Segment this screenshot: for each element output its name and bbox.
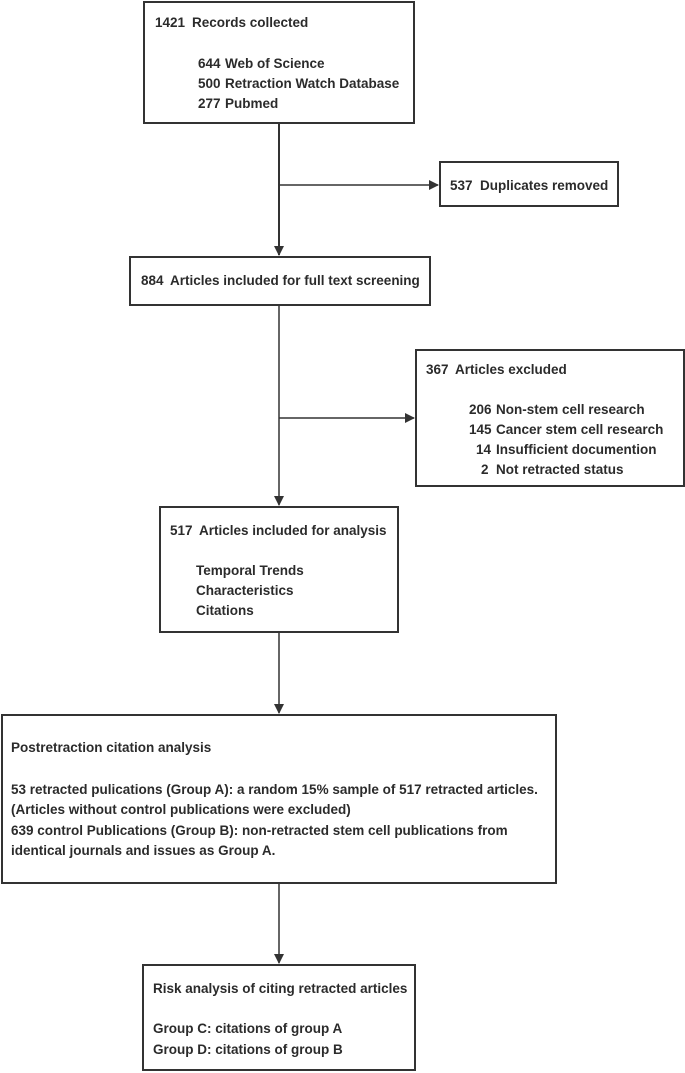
source-label: Retraction Watch Database [225, 76, 400, 91]
records-box [143, 1, 415, 124]
reason-label: Cancer stem cell research [496, 422, 664, 437]
duplicates-count: 537 [450, 178, 473, 193]
risk-box [142, 964, 416, 1071]
excluded-title: Articles excluded [455, 362, 567, 377]
analysis-item: Temporal Trends [196, 563, 304, 578]
postretraction-box [1, 714, 557, 884]
duplicates-box [439, 161, 619, 207]
screening-title: Articles included for full text screenin… [170, 273, 420, 288]
reason-label: Non-stem cell research [496, 402, 645, 417]
source-label: Pubmed [225, 96, 279, 111]
excluded-count: 367 [426, 362, 449, 377]
source-count: 500 [198, 76, 221, 91]
analysis-title: Articles included for analysis [199, 523, 387, 538]
records-count: 1421 [155, 15, 186, 30]
source-count: 644 [198, 56, 221, 71]
reason-count: 2 [481, 462, 489, 477]
reason-label: Insufficient documention [496, 442, 657, 457]
records-title: Records collected [192, 15, 309, 30]
postretraction-title: Postretraction citation analysis [11, 740, 212, 755]
source-count: 277 [198, 96, 221, 111]
reason-count: 206 [469, 402, 492, 417]
reason-count: 145 [469, 422, 492, 437]
screening-box [129, 256, 431, 306]
analysis-box [159, 506, 399, 633]
risk-title: Risk analysis of citing retracted articl… [153, 981, 408, 996]
analysis-count: 517 [170, 523, 193, 538]
reason-label: Not retracted status [496, 462, 624, 477]
postretraction-line: 53 retracted pulications (Group A): a ra… [11, 782, 538, 797]
postretraction-line: identical journals and issues as Group A… [11, 843, 276, 858]
excluded-box [415, 349, 685, 487]
analysis-item: Characteristics [196, 583, 294, 598]
postretraction-line: 639 control Publications (Group B): non-… [11, 823, 508, 838]
screening-count: 884 [141, 273, 164, 288]
analysis-item: Citations [196, 603, 254, 618]
source-label: Web of Science [225, 56, 325, 71]
risk-line: Group C: citations of group A [153, 1021, 343, 1036]
risk-line: Group D: citations of group B [153, 1042, 343, 1057]
reason-count: 14 [476, 442, 492, 457]
postretraction-line: (Articles without control publications w… [11, 802, 351, 817]
duplicates-title: Duplicates removed [480, 178, 609, 193]
